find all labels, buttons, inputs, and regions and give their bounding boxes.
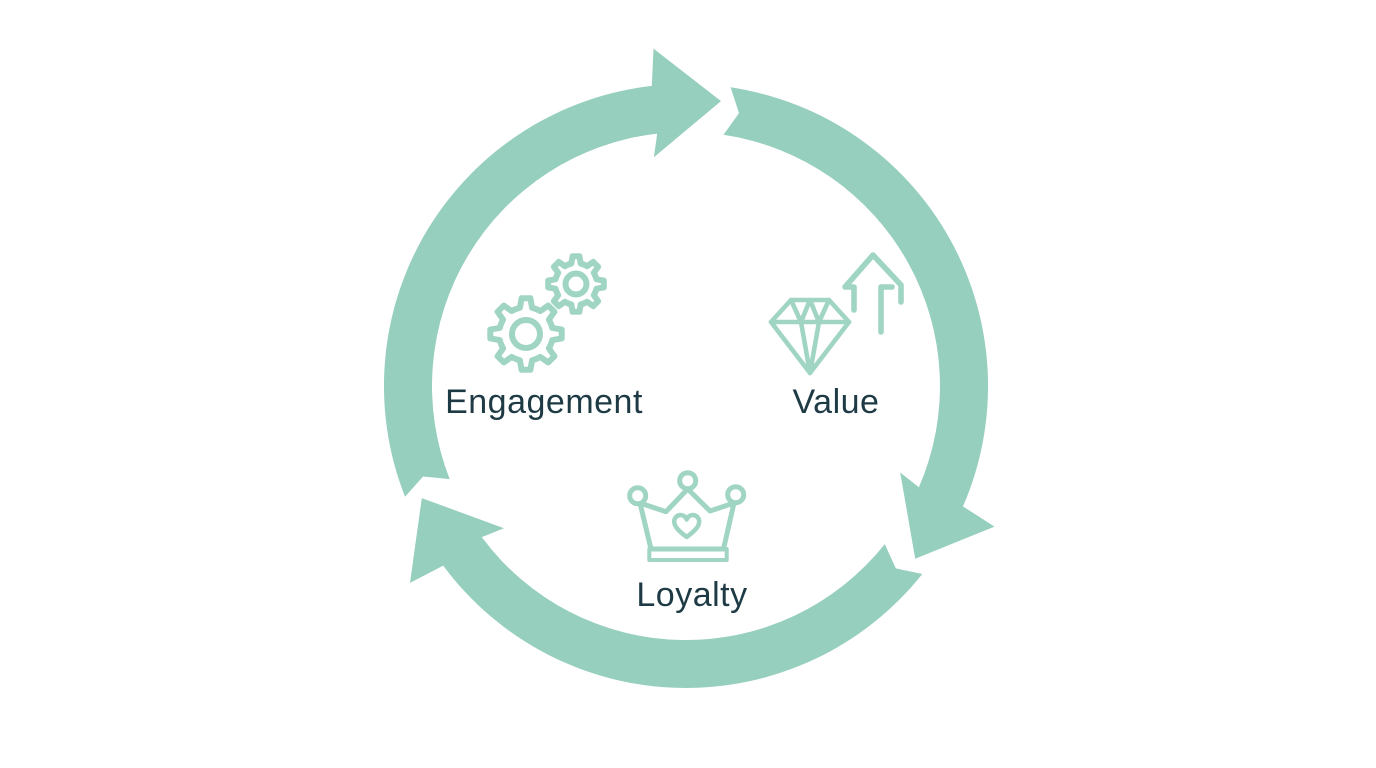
up-arrow-head (842, 252, 904, 313)
small-gear (545, 253, 607, 315)
large-gear (487, 295, 565, 373)
engagement-label: Engagement (445, 383, 643, 421)
cycle-arrow-segment (383, 48, 721, 497)
crown-heart-icon (627, 470, 747, 562)
large-gear-hole (509, 317, 543, 351)
crown-mid-ball (677, 470, 699, 492)
diamond-outline (768, 297, 852, 376)
loyalty-label: Loyalty (636, 576, 748, 614)
crown-left-ball (627, 485, 649, 507)
cycle-arrow-segment (723, 87, 995, 559)
value-label: Value (792, 383, 880, 421)
cycle-arrow-segment (410, 498, 923, 688)
up-arrow-shaft (878, 284, 895, 335)
gears-icon (487, 253, 607, 373)
small-gear-hole (562, 270, 590, 298)
diamond-facets (768, 297, 852, 376)
crown-band (647, 547, 729, 562)
crown-right-ball (725, 484, 747, 506)
crown-heart (671, 512, 702, 540)
diamond-growth-arrow-icon (768, 252, 904, 376)
